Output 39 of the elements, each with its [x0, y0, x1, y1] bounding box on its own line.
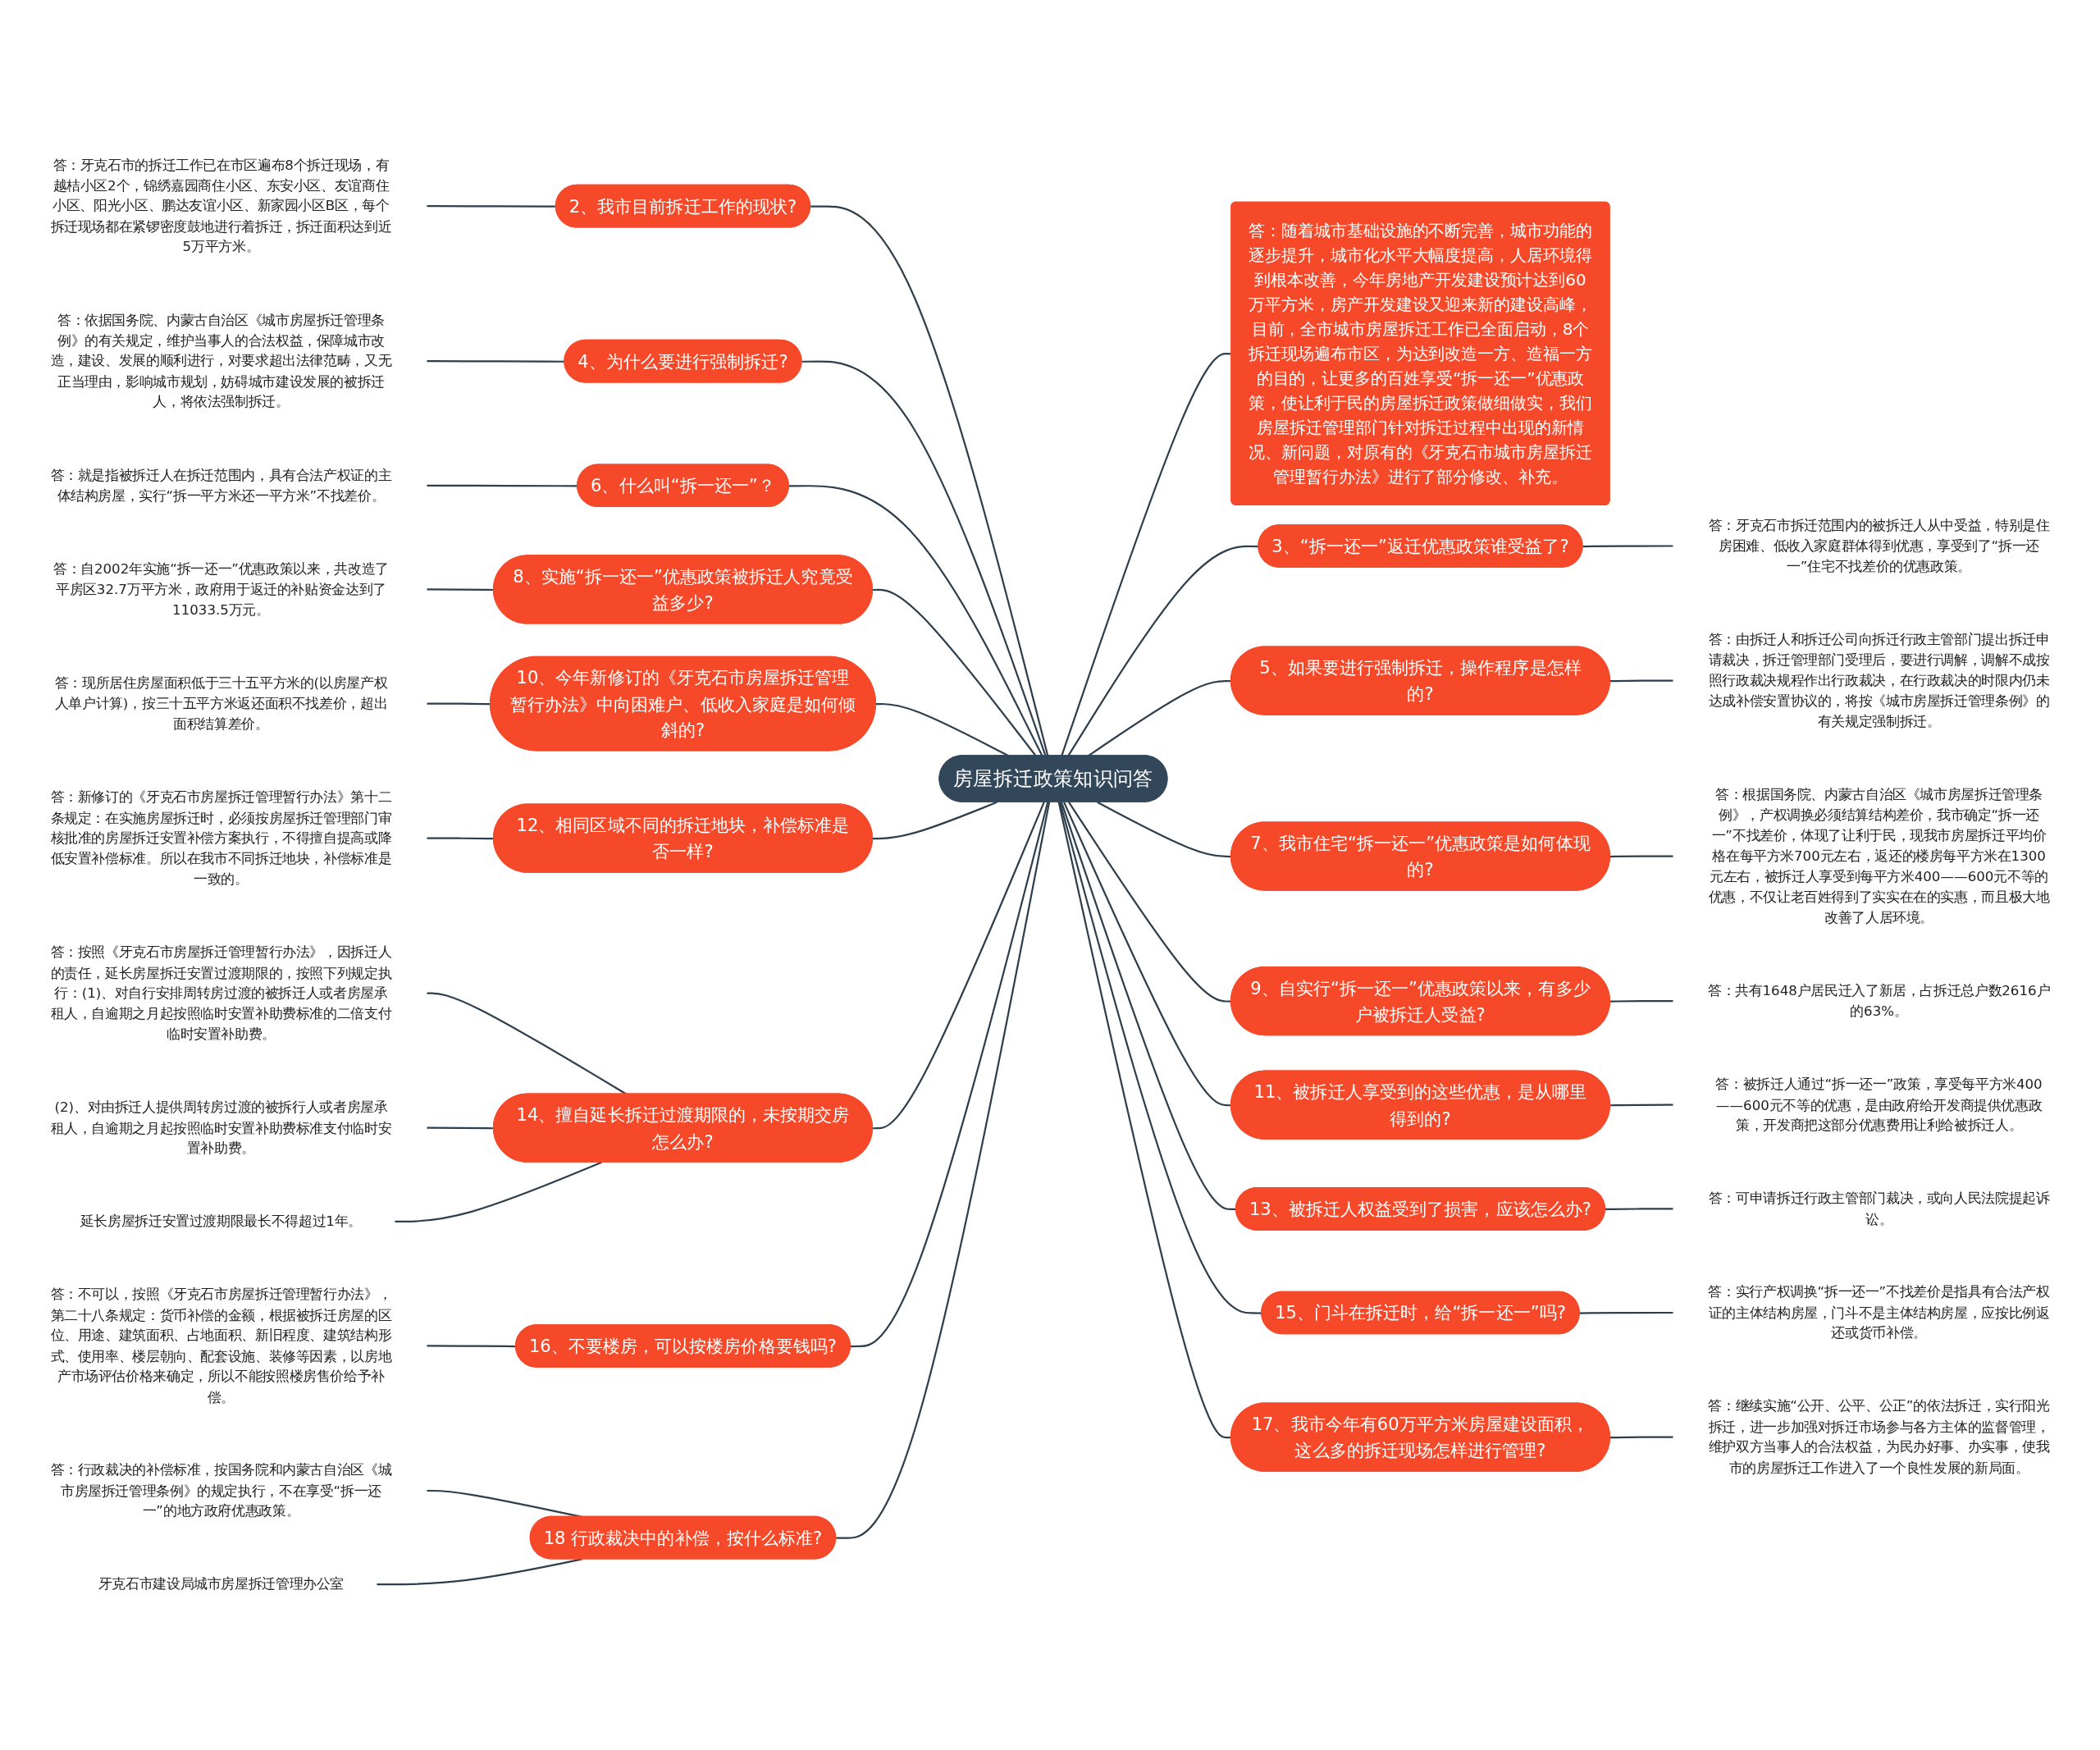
- node-text: 答：共有1648户居民迁入了新居，占拆迁总户数2616户的63%。: [1707, 982, 2051, 1020]
- node-text: 答：不可以，按照《牙克石市房屋拆迁管理暂行办法》，第二十八条规定：货币补偿的金额，根据被拆迁房屋的区位、用途、建筑面积、占地面积、新旧程度、建筑结构形式、使用率、楼层朝向、配套设施、装修等因素，以房地产市场评估价格来确定，所以不能按照楼房售价给予补偿。: [50, 1286, 392, 1405]
- connector: [810, 205, 1049, 756]
- node-text: 答：继续实施“公开、公平、公正”的依法拆迁，实行阳光拆迁，进一步加强对拆迁市场参与各方主体的监督管理，维护双方当事人的合法权益，为民办好事、办实事，使我市的房屋拆迁工作进入了一个良性发展的新局面。: [1708, 1398, 2050, 1476]
- node-text: 答：新修订的《牙克石市房屋拆迁管理暂行办法》第十二条规定：在实施房屋拆迁时，必须按房屋拆迁管理部门审核批准的房屋拆迁安置补偿方案执行，不得擅自提高或降低安置补偿标准。所以在我市不同拆迁地块，补偿标准是一致的。: [50, 788, 392, 888]
- node-text: 答：行政裁决的补偿标准，按国务院和内蒙古自治区《城市房屋拆迁管理条例》的规定执行，不在享受“拆一还一”的地方政府优惠政策。: [50, 1462, 392, 1519]
- connector: [872, 802, 998, 840]
- connector: [394, 1162, 602, 1223]
- node-text: 答：被拆迁人通过“拆一还一”政策，享受每平方米400——600元不等的优惠，是由政府给开发商提供优惠政策，开发商把这部分优惠费用让利给被拆迁人。: [1715, 1076, 2043, 1134]
- connector: [1605, 1208, 1674, 1211]
- connector: [872, 802, 1045, 1130]
- connector: [1610, 679, 1674, 683]
- node-text: (2)、对由拆迁人提供周转房过渡的被拆行人或者房屋承租人，自逾期之月起按照临时安置补助费标准支付临时安置补助费。: [50, 1099, 392, 1157]
- connector: [836, 802, 1051, 1539]
- connector: [850, 802, 1049, 1348]
- node-text: 答：可申请拆迁行政主管部门裁决，或向人民法院提起诉讼。: [1708, 1190, 2050, 1227]
- node-text: 答：按照《牙克石市房屋拆迁管理暂行办法》，因拆迁人的责任，延长房屋拆迁安置过渡期限的，按照下列规定执行：(1)、对自行安排周转房过渡的被拆迁人或者房屋承租人，自逾期之月起按照临时安置补助费标准的二倍支付临时安置补助费。: [50, 944, 392, 1043]
- connector: [1610, 855, 1674, 858]
- node-text: 答：依据国务院、内蒙古自治区《城市房屋拆迁管理条例》的有关规定，维护当事人的合法权益，保障城市改造，建设、发展的顺利进行，对要求超出法律范畴，又无正当理由，影响城市规划，妨碍城市建设发展的被拆迁人，将依法强制拆迁。: [50, 312, 392, 411]
- node-text: 答：实行产权调换“拆一还一”不找差价是指具有合法产权证的主体结构房屋，门斗不是主体结构房屋，应按比例返还或货币补偿。: [1708, 1284, 2050, 1341]
- node-text: 牙克石市建设局城市房屋拆迁管理办公室: [98, 1576, 345, 1593]
- node-text: 延长房屋拆迁安置过渡期限最长不得超过1年。: [80, 1213, 362, 1230]
- connector: [426, 1345, 517, 1348]
- node-text: 答：由拆迁人和拆迁公司向拆迁行政主管部门提出拆迁申请裁决，拆迁管理部门受理后，要进行调解，调解不成按照行政裁决规程作出行政裁决，在行政裁决的时限内仍未达成补偿安置协议的，将按《城市房屋拆迁管理条例》的有关规定强制拆迁。: [1708, 631, 2050, 730]
- connector: [1610, 1000, 1674, 1003]
- node-text: 答：自2002年实施“拆一还一”优惠政策以来，共改造了平房区32.7万平方米，政府用于返迁的补贴资金达到了11033.5万元。: [53, 560, 389, 619]
- connector: [426, 205, 556, 208]
- connector: [376, 1558, 582, 1586]
- connector: [426, 992, 628, 1095]
- connector: [1610, 1436, 1674, 1439]
- node-text: 答：牙克石市拆迁范围内的被拆迁人从中受益，特别是住房困难、低收入家庭群体得到优惠，享受到了“拆一还一”住宅不找差价的优惠政策。: [1708, 517, 2050, 575]
- connector: [1579, 1312, 1674, 1314]
- node-text: 答：根据国务院、内蒙古自治区《城市房屋拆迁管理条例》，产权调换必须结算结构差价，我市确定“拆一还一”不找差价，体现了让利于民，现我市房屋拆迁平均价格在每平方米700元左右，返还的楼房每平方米在1300元左右，被拆迁人享受到每平方米400——600元不等的优惠，不仅让老百姓得到了实实在在的实惠，而且极大地改善了人居环境。: [1708, 786, 2050, 926]
- connector: [1582, 545, 1674, 548]
- node-text: 答：现所居住房屋面积低于三十五平方米的(以房屋产权人单户计算)，按三十五平方米返还面积不找差价，超出面积结算差价。: [54, 674, 388, 733]
- connector: [1610, 1103, 1674, 1107]
- node-text: 答：就是指被拆迁人在拆迁范围内，具有合法产权证的主体结构房屋，实行“拆一平方米还一平方米”不找差价。: [50, 467, 392, 505]
- connector: [801, 360, 1047, 756]
- node-text: 答：牙克石市的拆迁工作已在市区遍布8个拆迁现场，有越桔小区2个，锦绣嘉园商住小区、东安小区、友谊商住小区、阳光小区、鹏达友谊小区、新家园小区B区，每个拆迁现场都在紧锣密度鼓地进行着拆迁，拆迁面积达到近5万平方米。: [50, 157, 392, 256]
